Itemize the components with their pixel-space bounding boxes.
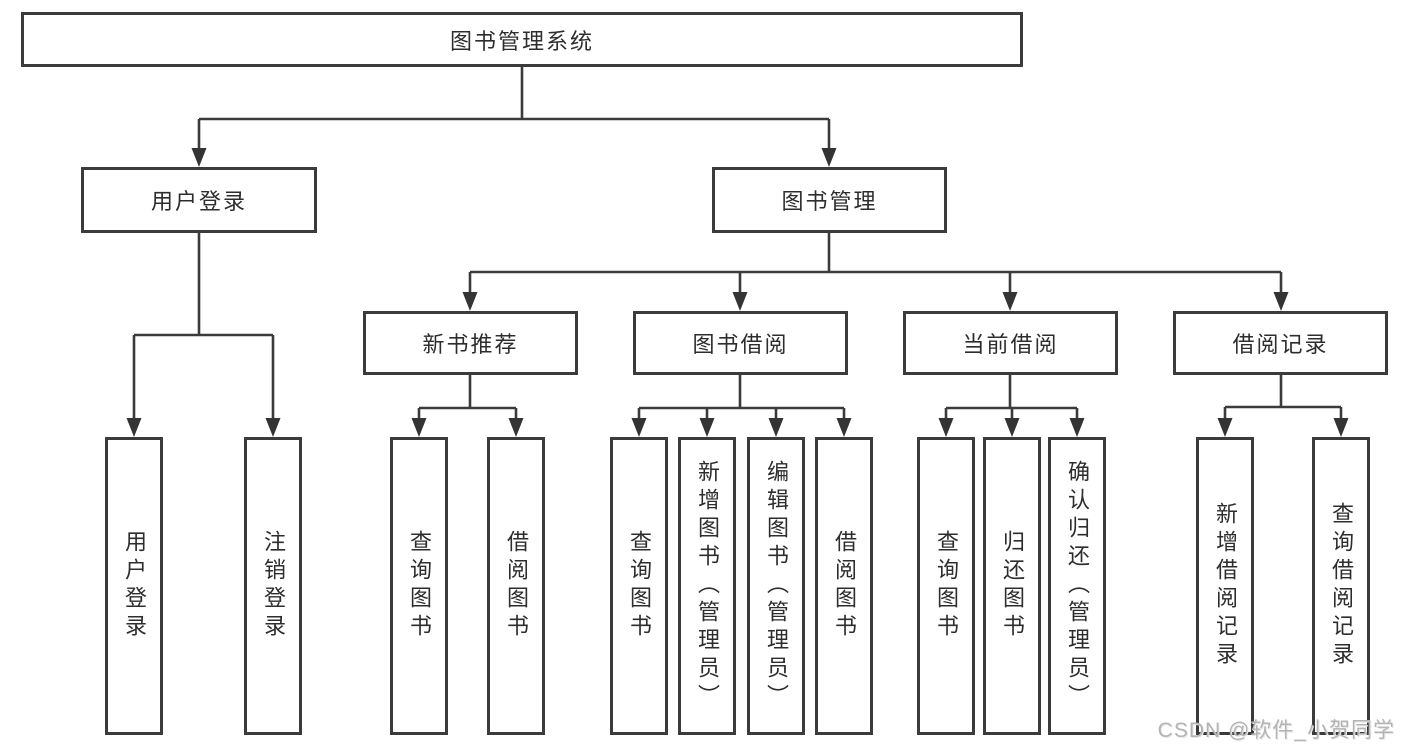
node-label: 借阅图书 [832,530,857,642]
leaf-query-books-2: 查询图书 [610,437,668,735]
leaf-borrow-books-1: 借阅图书 [487,437,545,735]
leaf-user-login: 用户登录 [105,437,163,735]
node-label: 当前借阅 [962,332,1059,357]
edges-current-borrow-branch [938,375,1085,437]
node-book-mgmt: 图书管理 [712,167,947,233]
edges-borrow-record-branch [1217,375,1349,437]
node-label: 查询图书 [627,530,652,642]
node-label: 查询借阅记录 [1329,502,1354,670]
node-label: 确认归还（管理员） [1065,460,1090,712]
leaf-query-borrow-record: 查询借阅记录 [1312,437,1370,735]
node-current-borrow: 当前借阅 [903,311,1118,375]
leaf-borrow-books-2: 借阅图书 [815,437,873,735]
leaf-query-books-1: 查询图书 [390,437,448,735]
node-label: 图书借阅 [692,332,789,357]
node-new-book-rec: 新书推荐 [363,311,578,375]
node-label: 图书管理 [781,189,878,214]
node-label: 查询图书 [934,530,959,642]
leaf-confirm-return-admin: 确认归还（管理员） [1048,437,1106,735]
leaf-add-book-admin: 新增图书（管理员） [678,437,736,735]
node-borrow-record: 借阅记录 [1173,311,1388,375]
node-label: 借阅图书 [504,530,529,642]
node-label: 编辑图书（管理员） [764,460,789,712]
node-book-borrow: 图书借阅 [633,311,848,375]
leaf-query-books-3: 查询图书 [917,437,975,735]
leaf-add-borrow-record: 新增借阅记录 [1196,437,1254,735]
node-label: 借阅记录 [1232,332,1329,357]
csdn-watermark: CSDN @软件_小贺同学 [1157,719,1395,742]
edges-book-borrow-branch [631,375,852,437]
node-label: 新增借阅记录 [1213,502,1238,670]
node-label: 新书推荐 [422,332,519,357]
edges-root-to-level2 [191,67,837,167]
node-label: 查询图书 [407,530,432,642]
leaf-logout: 注销登录 [244,437,302,735]
edges-book-mgmt-branch [462,233,1289,311]
node-label: 归还图书 [1000,530,1025,642]
leaf-edit-book-admin: 编辑图书（管理员） [747,437,805,735]
node-label: 注销登录 [261,530,286,642]
node-user-login: 用户登录 [81,167,317,233]
edges-new-book-rec-branch [411,375,524,437]
node-label: 用户登录 [150,189,247,214]
edges-user-login-branch [126,233,281,437]
node-root: 图书管理系统 [21,12,1023,67]
node-label: 图书管理系统 [449,28,594,54]
node-label: 用户登录 [122,530,147,642]
leaf-return-book: 归还图书 [983,437,1041,735]
node-label: 新增图书（管理员） [695,460,720,712]
